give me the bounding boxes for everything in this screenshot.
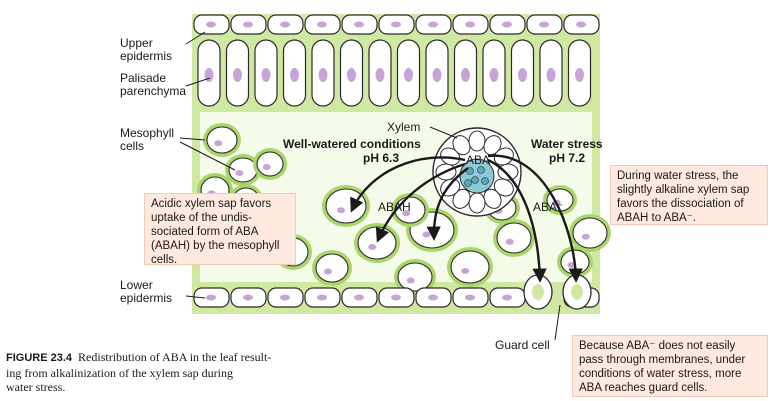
nucleus bbox=[567, 262, 576, 268]
xylem-vessel bbox=[468, 192, 486, 214]
mesophyll-cell bbox=[357, 226, 397, 260]
nucleus bbox=[518, 68, 527, 82]
nucleus bbox=[428, 294, 438, 301]
label-aba: ABA bbox=[466, 153, 490, 167]
nucleus bbox=[235, 170, 244, 176]
phloem-cell bbox=[471, 176, 479, 184]
nucleus bbox=[422, 231, 431, 238]
upper-epidermis-cells bbox=[193, 14, 600, 35]
nucleus bbox=[317, 21, 327, 28]
aba-flow-arrows bbox=[350, 154, 583, 283]
arrow-to-mesophyll-3 bbox=[426, 167, 469, 241]
xylem-vessel bbox=[483, 135, 502, 156]
nucleus bbox=[337, 207, 345, 214]
label-guard-cell: Guard cell bbox=[495, 338, 550, 352]
mesophyll-cell bbox=[315, 253, 349, 283]
nucleus bbox=[432, 68, 442, 82]
label-water-stress: Water stress bbox=[531, 137, 603, 151]
nucleus bbox=[324, 268, 332, 275]
xylem-vessel bbox=[452, 135, 471, 156]
nucleus bbox=[465, 294, 475, 301]
nucleus bbox=[546, 68, 556, 82]
arrow-to-mesophyll-2 bbox=[375, 162, 466, 243]
nucleus bbox=[206, 21, 216, 28]
nucleus bbox=[347, 68, 356, 82]
nucleus bbox=[489, 68, 499, 82]
nucleus bbox=[402, 210, 411, 217]
nucleus bbox=[280, 21, 290, 28]
label-abah: ABAH bbox=[378, 200, 411, 214]
nucleus bbox=[317, 294, 327, 301]
mesophyll-cell bbox=[572, 217, 608, 249]
nucleus bbox=[505, 238, 514, 245]
arrow-to-guard-cell-2 bbox=[487, 154, 583, 283]
nucleus bbox=[575, 68, 584, 82]
nucleus bbox=[262, 164, 271, 170]
arrow-to-mesophyll-1 bbox=[350, 156, 466, 213]
mesophyll-cell bbox=[397, 262, 433, 292]
nucleus bbox=[354, 21, 364, 28]
nucleus bbox=[243, 294, 253, 301]
xylem-vessel bbox=[468, 130, 486, 152]
note-acidic-sap: Acidic xylem sap favors uptake of the un… bbox=[144, 193, 296, 266]
nucleus bbox=[206, 294, 216, 301]
xylem-vessel bbox=[493, 178, 514, 197]
mesophyll-cell bbox=[206, 126, 238, 154]
nucleus bbox=[214, 140, 223, 147]
nucleus bbox=[539, 21, 549, 28]
nucleus bbox=[280, 294, 290, 301]
nucleus bbox=[576, 21, 586, 28]
label-aba-minus: ABA⁻ bbox=[533, 200, 563, 214]
nucleus bbox=[465, 21, 475, 28]
phloem-cell bbox=[481, 177, 489, 185]
mesophyll-cell bbox=[450, 250, 490, 284]
leader-lines bbox=[179, 31, 561, 341]
label-ph-low: pH 6.3 bbox=[363, 151, 399, 165]
nucleus bbox=[502, 21, 512, 28]
nucleus bbox=[502, 294, 512, 301]
nucleus bbox=[404, 68, 413, 82]
nucleus bbox=[391, 294, 401, 301]
nucleus bbox=[461, 268, 470, 274]
nucleus bbox=[261, 68, 271, 82]
nucleus bbox=[233, 68, 242, 82]
nucleus bbox=[461, 68, 470, 82]
figure-number: FIGURE 23.4 bbox=[6, 352, 73, 364]
xylem-vessel bbox=[452, 188, 471, 209]
xylem-vessel bbox=[497, 163, 519, 181]
nucleus bbox=[391, 21, 401, 28]
mesophyll-cell bbox=[256, 151, 284, 177]
arrow-to-guard-cell-1 bbox=[487, 158, 547, 283]
mesophyll-cell bbox=[228, 157, 258, 183]
mesophyll-cell bbox=[496, 222, 532, 254]
note-guard-cells: Because ABA⁻ does not easily pass throug… bbox=[572, 335, 768, 397]
nucleus bbox=[318, 68, 328, 82]
label-ph-high: pH 7.2 bbox=[549, 151, 585, 165]
palisade-parenchyma-cells bbox=[197, 39, 592, 107]
phloem-cell bbox=[464, 179, 472, 187]
label-xylem: Xylem bbox=[387, 120, 420, 134]
nucleus bbox=[354, 294, 364, 301]
nucleus bbox=[368, 244, 377, 250]
note-alkaline-sap: During water stress, the slightly alkali… bbox=[610, 165, 768, 225]
nucleus bbox=[204, 68, 214, 82]
label-well-watered: Well-watered conditions bbox=[283, 137, 421, 151]
phloem-cell bbox=[477, 166, 485, 174]
nucleus bbox=[243, 21, 253, 28]
nucleus bbox=[290, 68, 299, 82]
nucleus bbox=[581, 233, 590, 240]
nucleus bbox=[375, 68, 385, 82]
xylem-vessel bbox=[483, 188, 502, 209]
figure-caption-text: Redistribution of ABA in the leaf result… bbox=[6, 350, 272, 394]
nucleus bbox=[406, 277, 415, 284]
nucleus bbox=[428, 21, 438, 28]
